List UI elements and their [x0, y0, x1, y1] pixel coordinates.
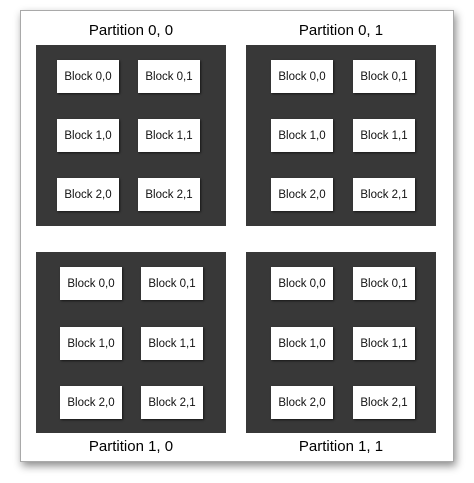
diagram-frame: Partition 0, 0 Block 0,0 Block 0,1 Block…: [20, 10, 454, 462]
block-1-0: Block 1,0: [57, 119, 119, 152]
block-0-1: Block 0,1: [353, 267, 415, 300]
partition-label-1-1: Partition 1, 1: [298, 438, 384, 455]
block-2-0: Block 2,0: [57, 178, 119, 211]
block-0-1: Block 0,1: [353, 60, 415, 93]
partition-0-0: Block 0,0 Block 0,1 Block 1,0 Block 1,1 …: [36, 45, 226, 226]
block-0-1: Block 0,1: [138, 60, 200, 93]
block-2-1: Block 2,1: [138, 178, 200, 211]
block-2-0: Block 2,0: [271, 386, 333, 419]
partition-1-1: Block 0,0 Block 0,1 Block 1,0 Block 1,1 …: [246, 252, 436, 433]
partition-label-1-0: Partition 1, 0: [88, 438, 174, 455]
block-0-0: Block 0,0: [271, 60, 333, 93]
block-2-1: Block 2,1: [353, 178, 415, 211]
block-1-1: Block 1,1: [138, 119, 200, 152]
partition-label-0-1: Partition 0, 1: [298, 22, 384, 39]
block-1-1: Block 1,1: [141, 327, 203, 360]
partition-1-0: Block 0,0 Block 0,1 Block 1,0 Block 1,1 …: [36, 252, 226, 433]
block-0-0: Block 0,0: [57, 60, 119, 93]
partition-label-0-0: Partition 0, 0: [88, 22, 174, 39]
partition-0-1: Block 0,0 Block 0,1 Block 1,0 Block 1,1 …: [246, 45, 436, 226]
block-1-0: Block 1,0: [271, 119, 333, 152]
block-1-1: Block 1,1: [353, 327, 415, 360]
block-0-0: Block 0,0: [60, 267, 122, 300]
block-2-0: Block 2,0: [271, 178, 333, 211]
block-0-1: Block 0,1: [141, 267, 203, 300]
block-1-1: Block 1,1: [353, 119, 415, 152]
block-2-1: Block 2,1: [353, 386, 415, 419]
block-1-0: Block 1,0: [60, 327, 122, 360]
block-2-1: Block 2,1: [141, 386, 203, 419]
block-1-0: Block 1,0: [271, 327, 333, 360]
block-2-0: Block 2,0: [60, 386, 122, 419]
block-0-0: Block 0,0: [271, 267, 333, 300]
